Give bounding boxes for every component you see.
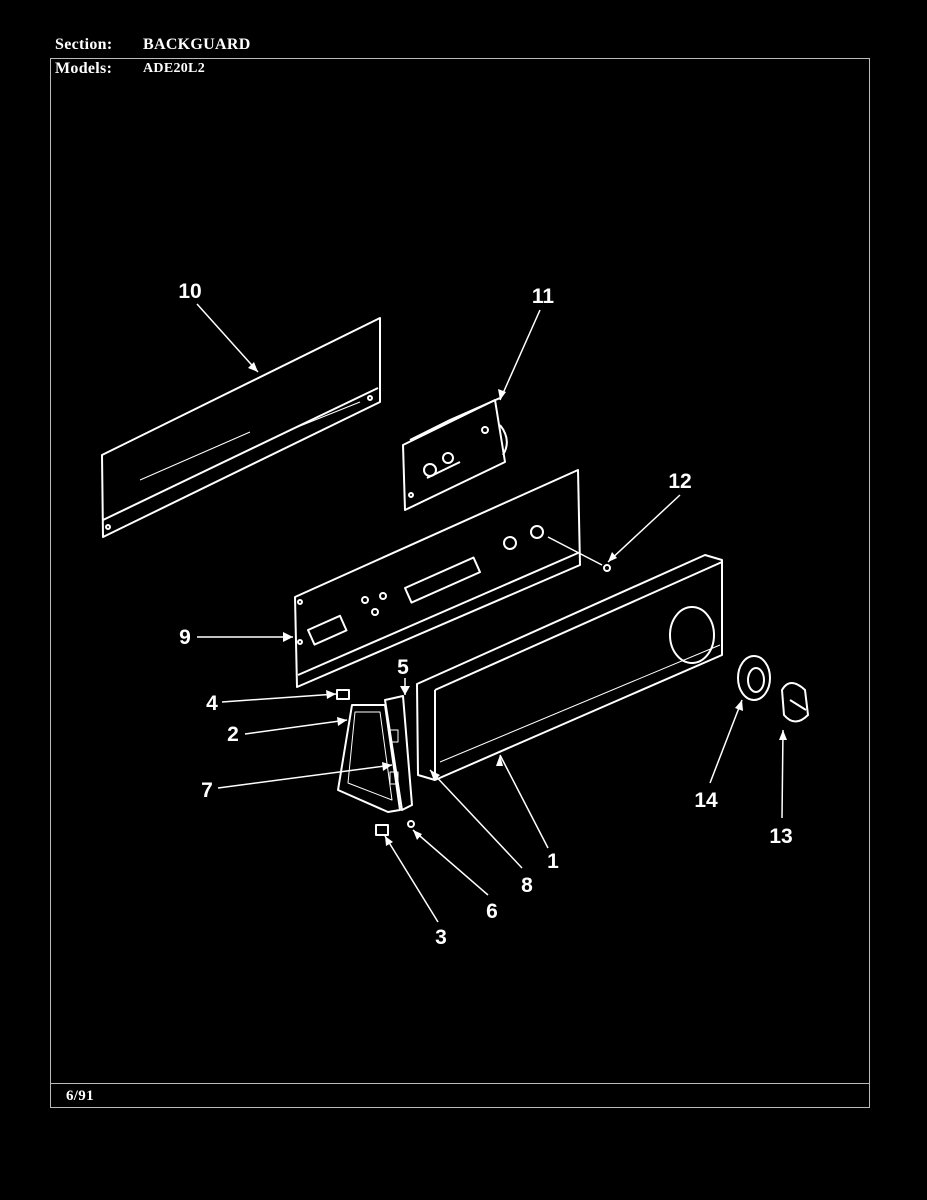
footer-date: 6/91 <box>66 1088 94 1104</box>
models-value: ADE20L2 <box>143 61 205 76</box>
callout-5: 5 <box>397 656 409 679</box>
part-2-end-cap <box>337 704 401 813</box>
part-5-trim-strip <box>384 695 413 811</box>
arrowheads <box>248 362 787 846</box>
callout-1: 1 <box>547 850 559 873</box>
callout-9: 9 <box>179 626 191 649</box>
callout-12: 12 <box>668 470 691 493</box>
section-value: BACKGUARD <box>143 36 251 53</box>
part-11-timer <box>402 397 508 511</box>
callout-14: 14 <box>694 789 718 812</box>
callout-7: 7 <box>201 779 213 802</box>
callout-4: 4 <box>206 692 218 715</box>
callout-2: 2 <box>227 723 239 746</box>
callout-labels: 10 11 12 9 5 4 2 7 14 13 1 8 6 3 <box>178 280 792 949</box>
part-13-knob <box>781 682 809 723</box>
callout-10: 10 <box>178 280 201 303</box>
part-3-bracket <box>375 824 389 836</box>
part-14-knob-skirt <box>737 655 771 701</box>
callout-3: 3 <box>435 926 447 949</box>
diagram-frame <box>50 58 870 1108</box>
section-label: Section: <box>55 36 113 53</box>
models-label: Models: <box>55 60 113 77</box>
part-10-rear-panel <box>101 317 381 538</box>
callout-11: 11 <box>532 285 555 308</box>
part-1-front-panel <box>416 554 723 781</box>
callout-6: 6 <box>486 900 498 923</box>
footer-divider <box>50 1083 870 1084</box>
callout-13: 13 <box>769 825 792 848</box>
callout-8: 8 <box>521 874 533 897</box>
part-9-control-panel <box>294 469 581 688</box>
part-6-screw <box>407 820 415 828</box>
part-4-clip <box>336 689 350 700</box>
leader-lines <box>196 303 784 923</box>
part-12-screw <box>547 536 611 572</box>
